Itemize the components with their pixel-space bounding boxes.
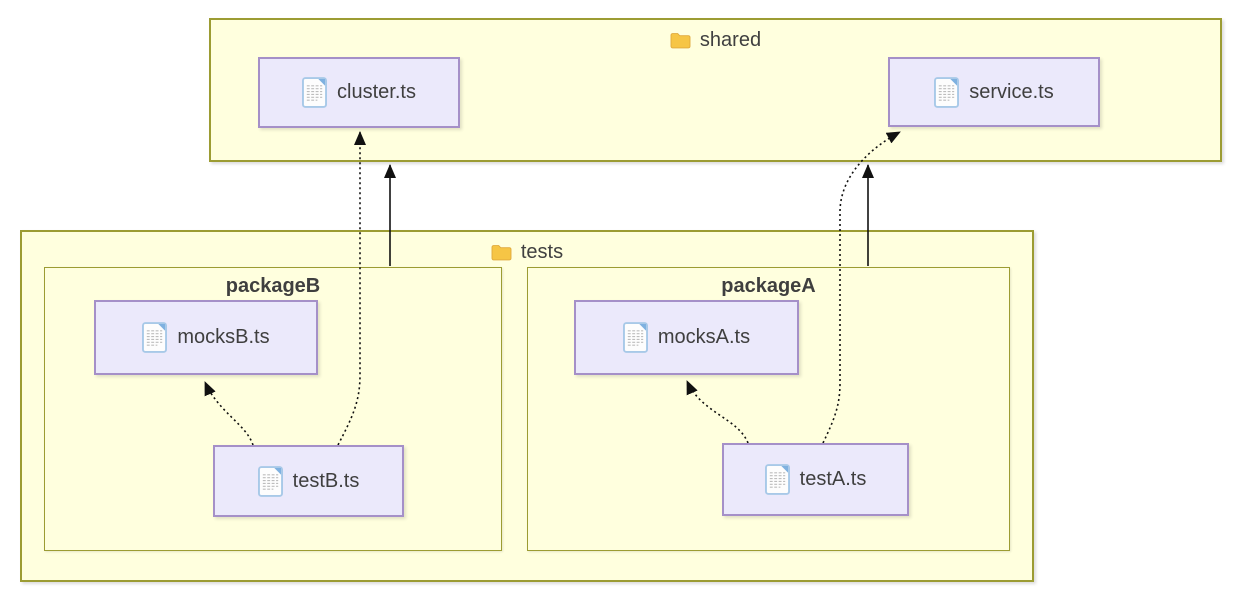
node-testB-ts[interactable]: testB.ts	[213, 445, 404, 517]
group-packageA-label: packageA	[721, 275, 816, 297]
file-icon	[934, 76, 960, 108]
container-tests-label: tests	[520, 241, 564, 263]
file-icon	[764, 464, 790, 495]
folder-icon	[491, 244, 512, 261]
file-icon	[142, 322, 168, 353]
container-shared-label: shared	[699, 29, 762, 51]
node-label: mocksA.ts	[657, 326, 751, 348]
node-mocksB-ts[interactable]: mocksB.ts	[94, 300, 318, 375]
container-shared-header: shared	[211, 20, 1220, 52]
node-label: mocksB.ts	[177, 326, 270, 348]
node-label: testA.ts	[799, 468, 867, 490]
folder-icon	[670, 32, 691, 49]
file-icon	[302, 77, 328, 108]
node-mocksA-ts[interactable]: mocksA.ts	[574, 300, 799, 375]
container-tests-header: tests	[22, 232, 1032, 264]
group-packageB-label: packageB	[225, 275, 321, 297]
file-icon	[622, 322, 648, 353]
node-cluster-ts[interactable]: cluster.ts	[258, 57, 460, 128]
node-testA-ts[interactable]: testA.ts	[722, 443, 909, 516]
node-label: service.ts	[969, 80, 1054, 103]
node-service-ts[interactable]: service.ts	[888, 57, 1100, 127]
node-label: cluster.ts	[337, 81, 416, 103]
node-label: testB.ts	[292, 469, 360, 492]
file-icon	[257, 465, 283, 497]
